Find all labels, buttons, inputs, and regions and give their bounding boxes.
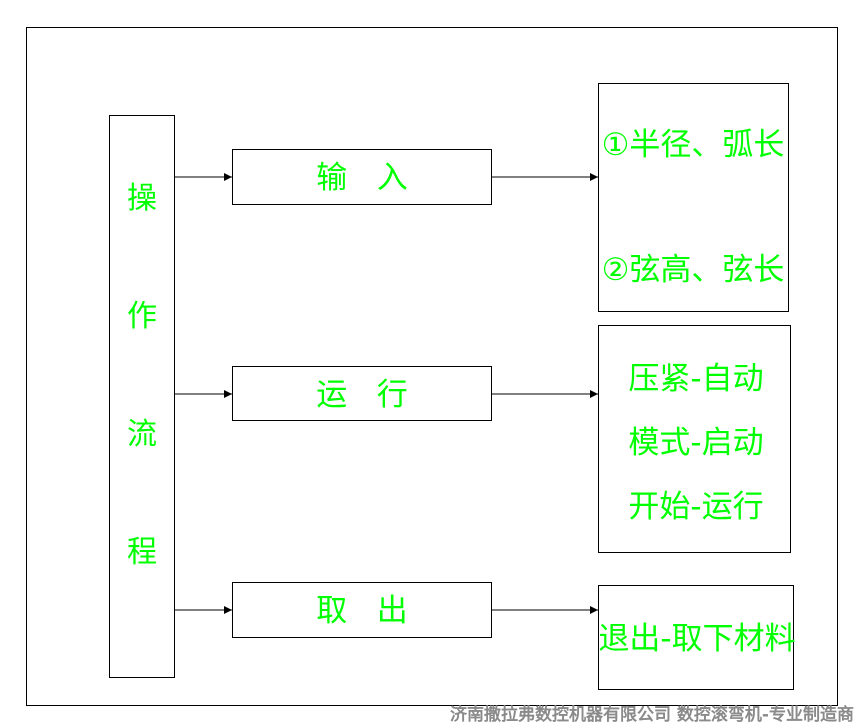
outcome-input-line-1: ①半径、弧长	[602, 127, 785, 163]
step-label-remove: 取 出	[316, 593, 408, 629]
outcome-box-remove	[598, 585, 794, 690]
root-label-char: 作	[127, 299, 157, 334]
step-box-input	[232, 149, 492, 205]
outcome-run-line-1: 压紧-自动	[628, 361, 763, 397]
step-label-run: 运 行	[316, 377, 408, 413]
outcome-input-line-2: ②弦高、弦长	[602, 252, 785, 288]
root-label-char: 程	[127, 535, 157, 570]
root-box	[109, 115, 175, 678]
root-label: 操作流程	[127, 181, 157, 570]
outcome-box-input	[598, 83, 789, 312]
outcome-run-line-2: 模式-启动	[628, 425, 763, 461]
outcome-remove-line-1: 退出-取下材料	[598, 621, 795, 657]
step-box-run	[232, 366, 492, 421]
root-label-char: 流	[127, 417, 157, 452]
root-label-char: 操	[127, 181, 157, 216]
outer-frame	[26, 27, 838, 706]
watermark-text: 济南撒拉弗数控机器有限公司 数控滚弯机-专业制造商	[450, 705, 854, 725]
step-label-input: 输 入	[316, 160, 408, 196]
outcome-box-run	[598, 325, 791, 553]
outcome-run-line-3: 开始-运行	[628, 489, 763, 525]
step-box-remove	[232, 582, 492, 638]
